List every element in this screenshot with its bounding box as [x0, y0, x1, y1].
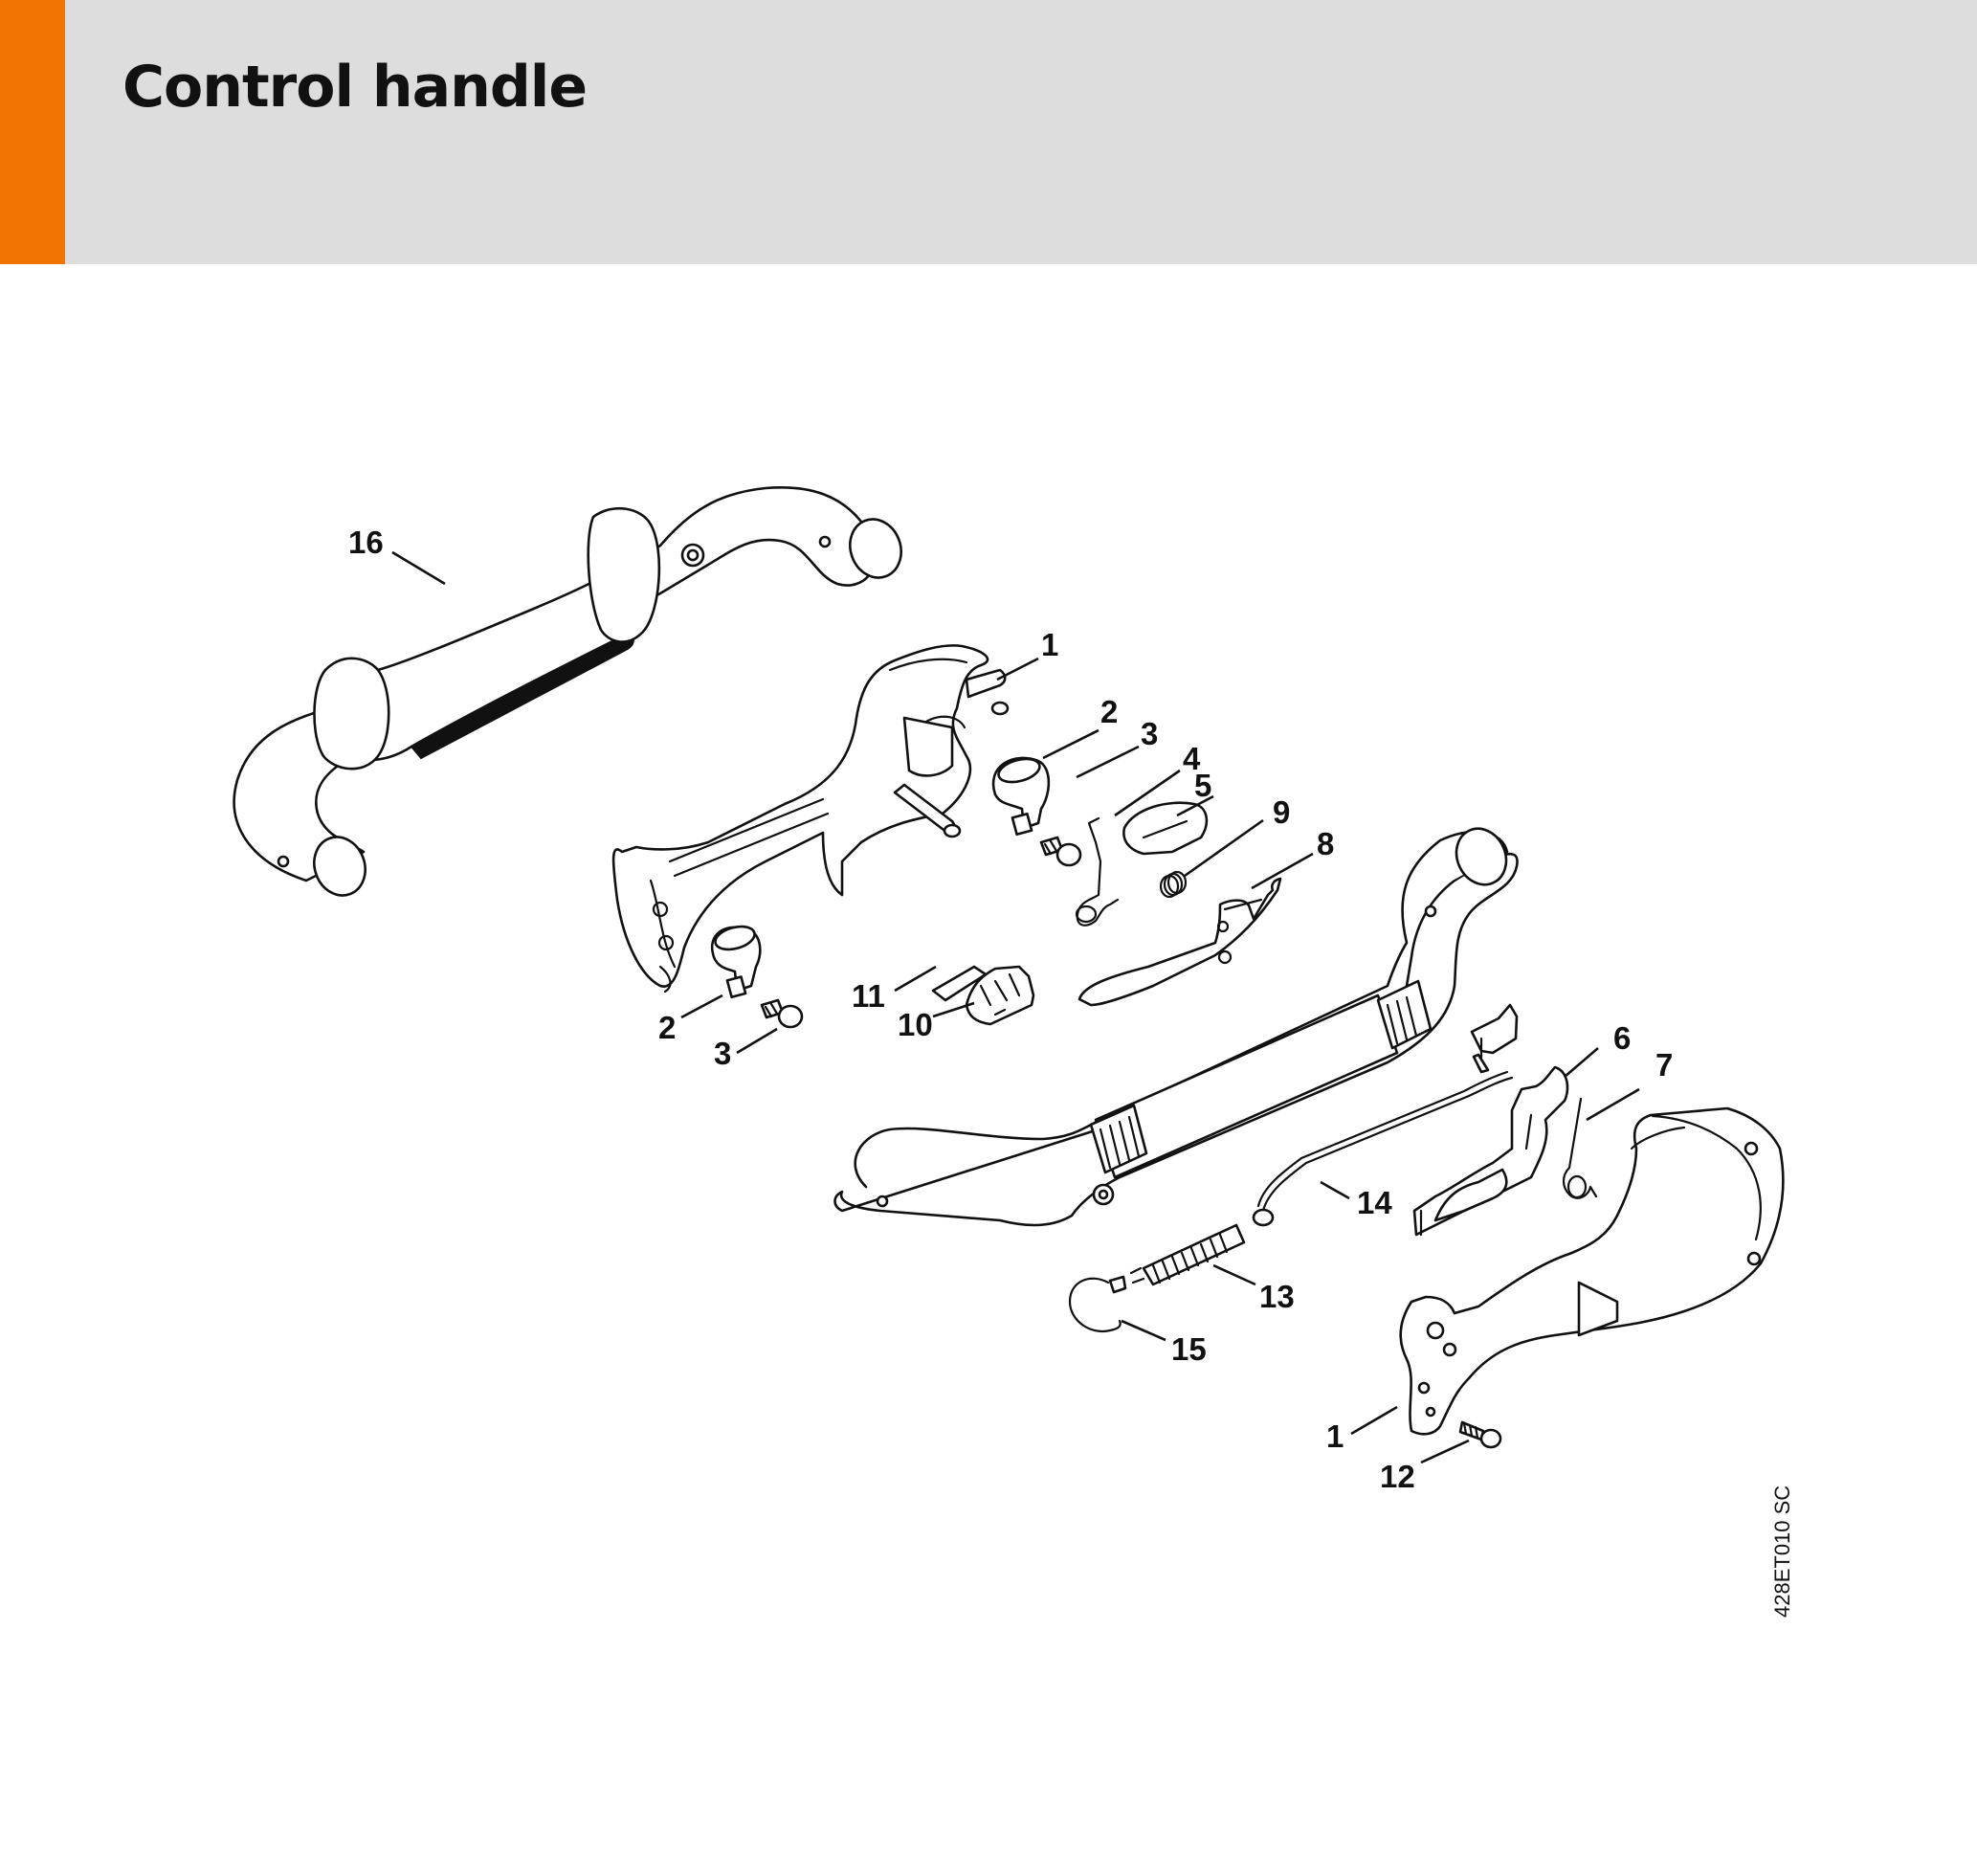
part-9-torsion-spring: [1159, 870, 1188, 899]
part-2-clamp-upper: [991, 756, 1051, 837]
callout-13: 13: [1259, 1279, 1295, 1314]
callout-14: 14: [1357, 1185, 1392, 1220]
callout-9: 9: [1273, 794, 1290, 830]
callout-8: 8: [1317, 826, 1334, 861]
part-3-screw-lower: [760, 998, 804, 1029]
part-13-spring-sleeve: [1129, 1208, 1275, 1286]
page-title: Control handle: [122, 54, 588, 121]
part-10-slide-switch: [965, 965, 1035, 1026]
callout-7: 7: [1655, 1047, 1673, 1083]
callout-10: 10: [898, 1007, 933, 1042]
part-14-throttle-cable: [1256, 1003, 1519, 1213]
part-12-screw: [1458, 1420, 1502, 1449]
part-4-spring-wire: [1075, 816, 1120, 927]
part-1-handle-housing-right: [1399, 1106, 1785, 1436]
accent-bar: [0, 0, 65, 264]
header-band: Control handle: [0, 0, 1977, 264]
callout-3-upper: 3: [1141, 716, 1158, 751]
callout-5: 5: [1194, 768, 1211, 803]
callout-1-upper: 1: [1041, 627, 1058, 662]
part-6-trigger-interlock: [1412, 1065, 1569, 1237]
part-5-trigger-lockout: [1122, 801, 1209, 856]
callout-6: 6: [1613, 1020, 1631, 1056]
callout-15: 15: [1171, 1331, 1207, 1367]
callout-4: 4: [1183, 741, 1201, 776]
callout-3-lower: 3: [714, 1036, 731, 1071]
part-8-throttle-trigger: [1077, 877, 1282, 1007]
part-3-screw-upper: [1039, 836, 1082, 867]
callout-labels: 16 1 2 3 4 5 9 8 11 10 2 3 6 7 14 13 15 …: [348, 525, 1673, 1494]
part-7-spring: [1562, 1097, 1598, 1199]
drawing-code: 428ET010 SC: [1770, 1485, 1794, 1618]
callout-2-lower: 2: [658, 1010, 676, 1045]
part-15-clip: [1068, 1275, 1127, 1333]
callout-11: 11: [852, 978, 885, 1014]
part-1-handle-housing-left: [611, 644, 1010, 994]
part-2-clamp-lower: [711, 925, 762, 999]
callout-2-upper: 2: [1100, 694, 1118, 729]
part-16-handlebar-grip: [233, 486, 902, 897]
callout-12: 12: [1380, 1459, 1415, 1494]
lower-handlebar-tube: [833, 827, 1519, 1227]
callout-1-lower: 1: [1326, 1418, 1344, 1454]
leader-lines: [391, 550, 1640, 1464]
callout-16: 16: [348, 525, 384, 560]
